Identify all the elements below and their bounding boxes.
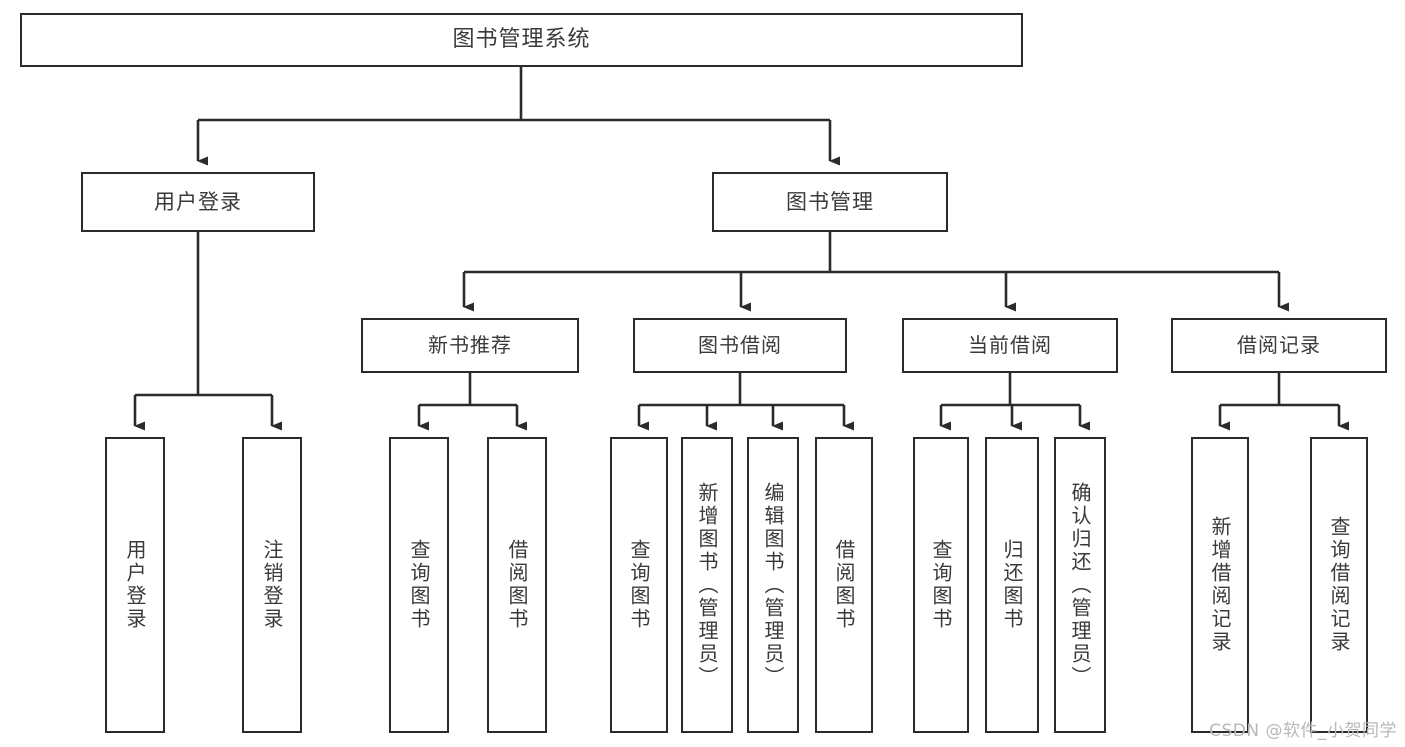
- node-leaf-新增图书管理员-5[interactable]: 新增图书（管理员）: [681, 437, 733, 733]
- node-label: 确认归还（管理员）: [1068, 481, 1092, 689]
- node-l1-用户登录-0[interactable]: 用户登录: [81, 172, 315, 232]
- node-label: 归还图书: [1000, 539, 1024, 631]
- node-label: 图书管理系统: [452, 27, 591, 53]
- node-label: 查询借阅记录: [1327, 516, 1351, 654]
- node-label: 查询图书: [929, 539, 953, 631]
- node-leaf-新增借阅记录-11[interactable]: 新增借阅记录: [1191, 437, 1249, 733]
- node-l2-图书借阅-1[interactable]: 图书借阅: [633, 318, 847, 373]
- node-label: 用户登录: [123, 539, 147, 631]
- node-leaf-查询图书-8[interactable]: 查询图书: [913, 437, 969, 733]
- node-label: 当前借阅: [968, 333, 1052, 357]
- node-leaf-用户登录-0[interactable]: 用户登录: [105, 437, 165, 733]
- node-label: 新书推荐: [428, 333, 512, 357]
- node-label: 编辑图书（管理员）: [761, 481, 785, 689]
- node-leaf-归还图书-9[interactable]: 归还图书: [985, 437, 1039, 733]
- node-l2-新书推荐-0[interactable]: 新书推荐: [361, 318, 579, 373]
- node-l2-当前借阅-2[interactable]: 当前借阅: [902, 318, 1118, 373]
- node-label: 借阅记录: [1237, 333, 1321, 357]
- node-label: 借阅图书: [505, 539, 529, 631]
- node-leaf-编辑图书管理员-6[interactable]: 编辑图书（管理员）: [747, 437, 799, 733]
- node-label: 借阅图书: [832, 539, 856, 631]
- node-l1-图书管理-1[interactable]: 图书管理: [712, 172, 948, 232]
- watermark-credit: CSDN @软件_小贺同学: [1209, 721, 1397, 741]
- node-label: 查询图书: [407, 539, 431, 631]
- node-label: 用户登录: [154, 189, 242, 214]
- node-l2-借阅记录-3[interactable]: 借阅记录: [1171, 318, 1387, 373]
- node-label: 注销登录: [260, 539, 284, 631]
- node-label: 新增图书（管理员）: [695, 481, 719, 689]
- node-leaf-查询借阅记录-12[interactable]: 查询借阅记录: [1310, 437, 1368, 733]
- node-label: 图书管理: [786, 189, 874, 214]
- node-root-图书管理系统[interactable]: 图书管理系统: [20, 13, 1023, 67]
- node-leaf-确认归还管理员-10[interactable]: 确认归还（管理员）: [1054, 437, 1106, 733]
- node-label: 新增借阅记录: [1208, 516, 1232, 654]
- node-leaf-查询图书-2[interactable]: 查询图书: [389, 437, 449, 733]
- node-label: 图书借阅: [698, 333, 782, 357]
- node-leaf-借阅图书-3[interactable]: 借阅图书: [487, 437, 547, 733]
- node-leaf-借阅图书-7[interactable]: 借阅图书: [815, 437, 873, 733]
- node-label: 查询图书: [627, 539, 651, 631]
- node-leaf-查询图书-4[interactable]: 查询图书: [610, 437, 668, 733]
- node-leaf-注销登录-1[interactable]: 注销登录: [242, 437, 302, 733]
